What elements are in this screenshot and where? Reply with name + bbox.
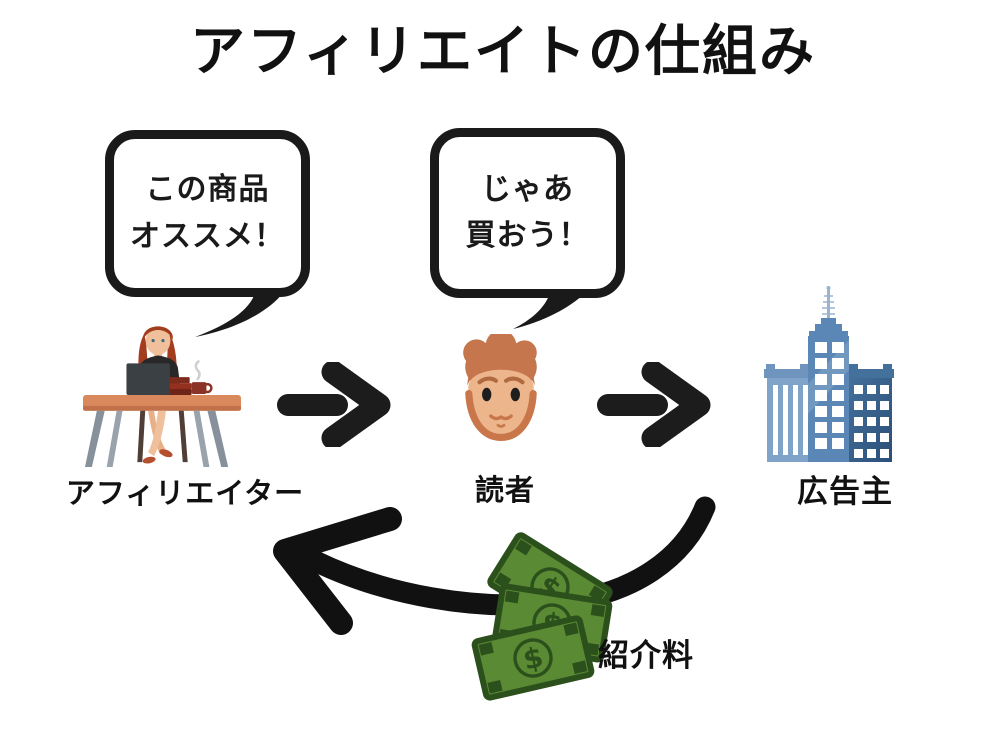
bubble-line: この商品 <box>145 173 270 206</box>
referral-fee-label: 紹介料 <box>598 638 694 673</box>
speech-bubble-affiliater: この商品 オススメ！ <box>105 130 310 297</box>
page-title: アフィリエイトの仕組み <box>190 20 816 82</box>
reader-label: 読者 <box>474 475 535 507</box>
affiliater-label: アフィリエイター <box>65 478 305 510</box>
bubble-line: オススメ！ <box>130 219 285 253</box>
reader-face-illustration <box>463 334 537 442</box>
office-building-illustration <box>764 286 894 462</box>
right-arrow-icon <box>277 362 391 447</box>
speech-bubble-tail-icon <box>513 293 585 329</box>
speech-bubble-reader: じゃあ 買おう！ <box>430 128 625 298</box>
bubble-line: 買おう！ <box>465 219 590 252</box>
advertiser-label: 広告主 <box>797 474 893 509</box>
speech-bubble-tail-icon <box>195 293 283 337</box>
bubble-line: じゃあ <box>481 172 574 206</box>
dollar-bills-icon: $ $ $ <box>471 532 613 701</box>
woman-at-desk-illustration <box>83 326 241 468</box>
right-arrow-icon <box>597 362 711 447</box>
